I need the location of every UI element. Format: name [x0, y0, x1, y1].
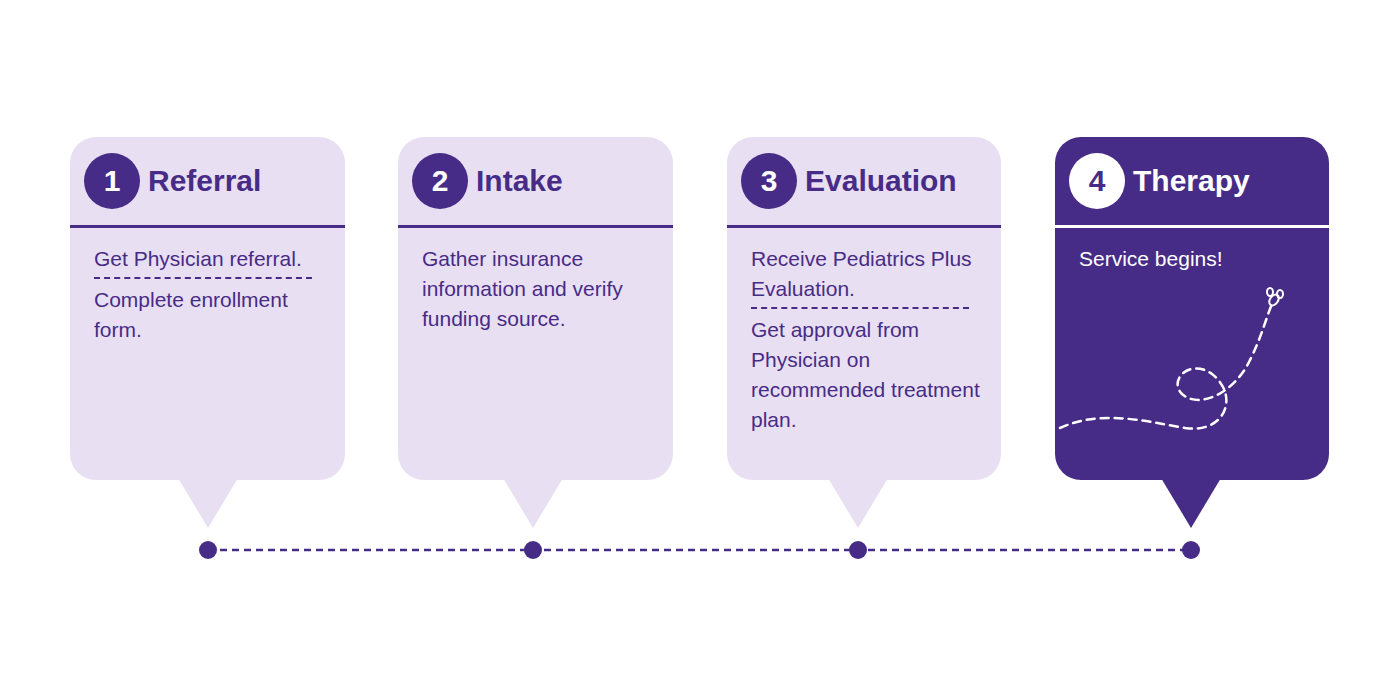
- step-title: Therapy: [1133, 164, 1250, 198]
- timeline: [208, 549, 1191, 552]
- flight-path: [1060, 304, 1272, 429]
- callout-body: Receive Pediatrics Plus Evaluation. Get a…: [727, 228, 1001, 435]
- step-title: Referral: [148, 164, 261, 198]
- step-text: Service begins!: [1079, 244, 1309, 274]
- callout-shape: [398, 137, 673, 480]
- callout-pointer: [178, 478, 238, 528]
- callout-shape: [70, 137, 345, 480]
- step-title: Intake: [476, 164, 563, 198]
- callout-header: 4Therapy: [1055, 137, 1329, 225]
- process-callout: 2IntakeGather insurance information and …: [398, 137, 673, 480]
- step-text: Gather insurance information and verify …: [422, 244, 653, 334]
- step-text: Get approval from Physician on recommend…: [751, 315, 981, 435]
- step-text: Get Physician referral.: [94, 244, 325, 274]
- callout-pointer: [1161, 478, 1221, 528]
- process-callout: 4TherapyService begins!: [1055, 137, 1329, 480]
- step-text: Complete enrollment form.: [94, 285, 325, 345]
- callout-header: 1Referral: [70, 137, 345, 225]
- callout-pointer: [828, 478, 888, 528]
- callout-shape: [1055, 137, 1329, 480]
- bee-icon: [1267, 288, 1283, 307]
- callout-pointer: [503, 478, 563, 528]
- callout-body: Service begins!: [1055, 228, 1329, 274]
- callout-body: Get Physician referral. Complete enrollme…: [70, 228, 345, 345]
- process-callout: 1ReferralGet Physician referral. Complete…: [70, 137, 345, 480]
- header-rule: [398, 225, 673, 228]
- step-number: 2: [412, 153, 468, 209]
- timeline-dot: [524, 541, 542, 559]
- process-callout: 3EvaluationReceive Pediatrics Plus Evalu…: [727, 137, 1001, 480]
- header-rule: [70, 225, 345, 228]
- step-number: 3: [741, 153, 797, 209]
- timeline-dot: [849, 541, 867, 559]
- dashed-separator: [751, 307, 969, 309]
- callout-body: Gather insurance information and verify …: [398, 228, 673, 334]
- dashed-separator: [94, 277, 312, 279]
- timeline-dot: [199, 541, 217, 559]
- step-number: 1: [84, 153, 140, 209]
- step-number: 4: [1069, 153, 1125, 209]
- callout-header: 2Intake: [398, 137, 673, 225]
- header-rule: [1055, 225, 1329, 228]
- step-title: Evaluation: [805, 164, 957, 198]
- header-rule: [727, 225, 1001, 228]
- callout-shape: [727, 137, 1001, 480]
- timeline-dot: [1182, 541, 1200, 559]
- callout-header: 3Evaluation: [727, 137, 1001, 225]
- step-text: Receive Pediatrics Plus Evaluation.: [751, 244, 981, 304]
